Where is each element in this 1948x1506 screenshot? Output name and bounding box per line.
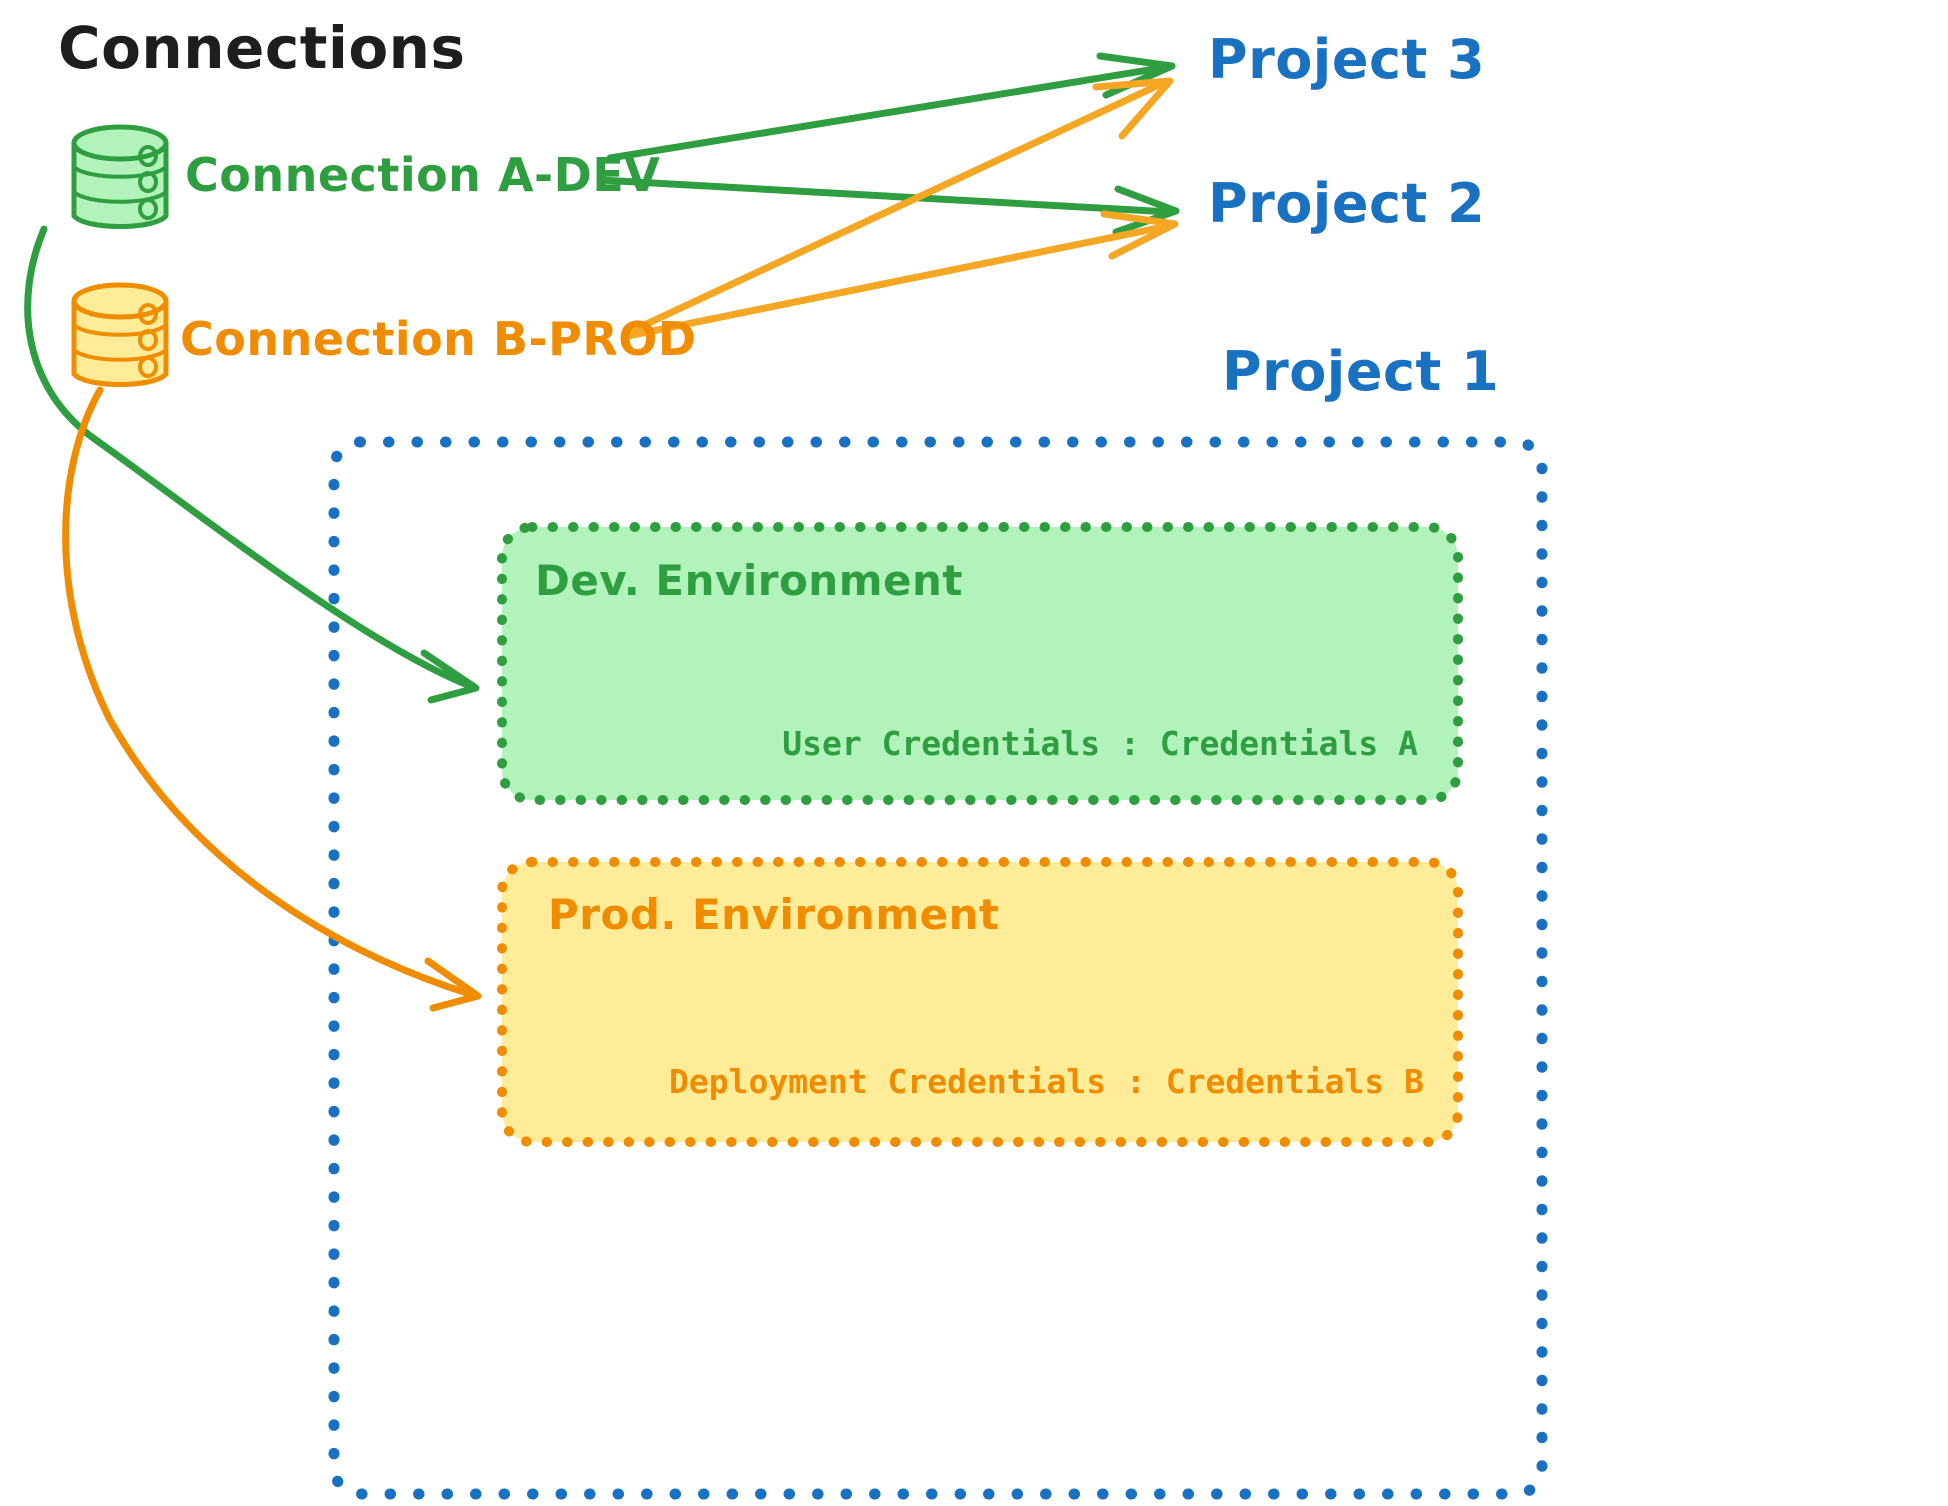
- edge-a-dev-to-dev-environment: [24, 225, 480, 704]
- prod-environment-box[interactable]: [497, 857, 1463, 1147]
- connection-label-b-prod[interactable]: Connection B-PROD: [180, 312, 697, 366]
- project-label-1[interactable]: Project 1: [1222, 340, 1500, 403]
- project-1-container-border: [328, 436, 1548, 1500]
- edge-a-dev-to-project-3: [606, 52, 1176, 162]
- database-cylinder-icon-b-prod[interactable]: [71, 282, 169, 387]
- edge-b-prod-to-prod-environment: [62, 386, 482, 1012]
- prod-environment-credentials: Deployment Credentials : Credentials B: [669, 1062, 1424, 1101]
- page-title: Connections: [58, 14, 466, 82]
- dev-environment-credentials: User Credentials : Credentials A: [782, 724, 1418, 763]
- edge-a-dev-to-project-2: [596, 176, 1180, 236]
- edge-b-prod-to-project-2: [624, 210, 1179, 340]
- connection-label-a-dev[interactable]: Connection A-DEV: [185, 148, 661, 202]
- edge-b-prod-to-project-3: [621, 77, 1174, 338]
- dev-environment-box[interactable]: [497, 522, 1463, 805]
- project-label-2[interactable]: Project 2: [1208, 172, 1486, 235]
- project-label-3[interactable]: Project 3: [1208, 28, 1486, 91]
- prod-environment-title: Prod. Environment: [548, 890, 1000, 939]
- database-cylinder-icon-a-dev[interactable]: [71, 124, 169, 229]
- dev-environment-title: Dev. Environment: [535, 556, 963, 605]
